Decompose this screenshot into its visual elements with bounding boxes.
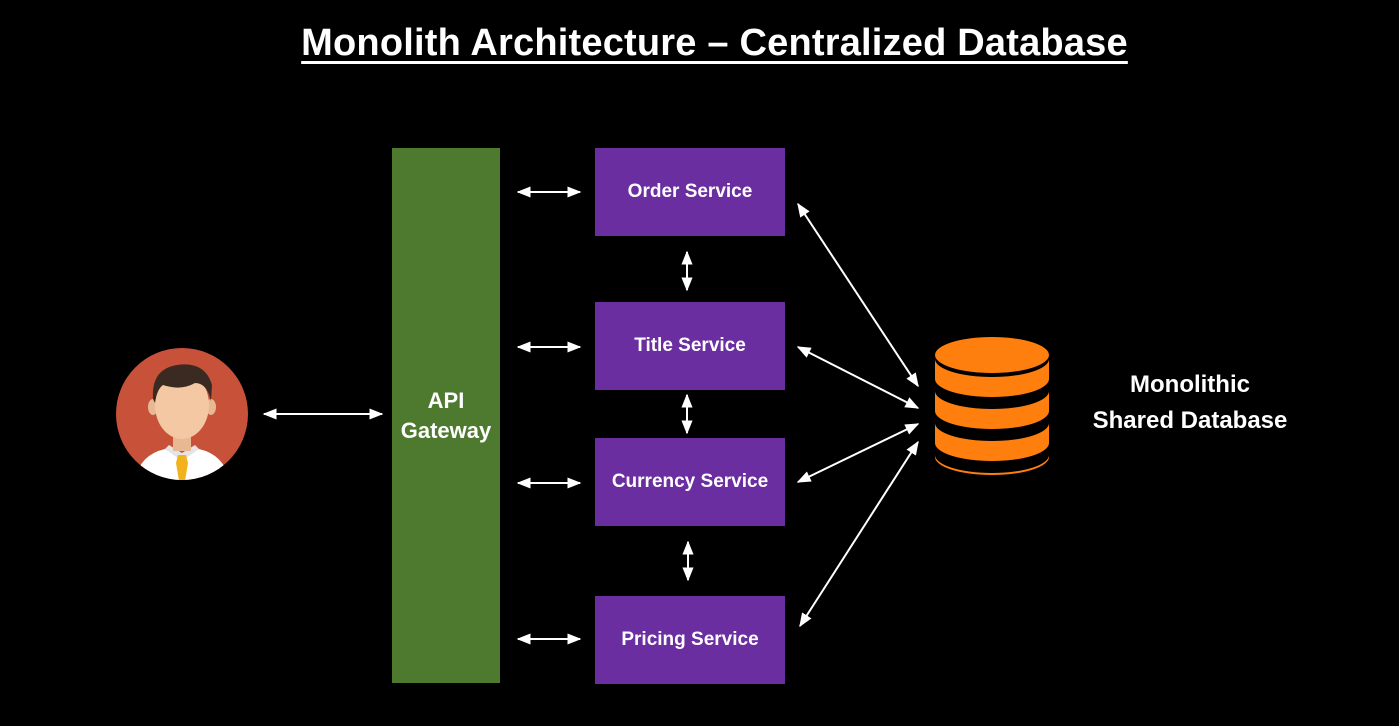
pricing-service-label: Pricing Service: [621, 629, 759, 650]
api-gateway-label-line2: Gateway: [400, 417, 492, 443]
pricing-service-box: Pricing Service: [595, 596, 785, 684]
title-service-label: Title Service: [634, 335, 746, 356]
arrow-title-db: [796, 346, 920, 409]
database-label-line1: Monolithic: [1130, 371, 1250, 398]
database-icon: [935, 337, 1049, 475]
diagram-title: Monolith Architecture – Centralized Data…: [301, 22, 1128, 64]
title-service-box: Title Service: [595, 302, 785, 390]
api-gateway-label-line1: API: [427, 387, 465, 413]
arrow-currency-db: [796, 423, 920, 483]
database-label-line2: Shared Database: [1092, 407, 1288, 434]
currency-service-box: Currency Service: [595, 438, 785, 526]
api-gateway-label: API Gateway: [401, 386, 492, 446]
arrow-order-db: [797, 202, 919, 388]
currency-service-label: Currency Service: [611, 471, 769, 492]
api-gateway-box: API Gateway: [392, 148, 500, 683]
user-avatar-icon: [116, 348, 248, 480]
order-service-label: Order Service: [627, 181, 753, 202]
database-label: Monolithic Shared Database: [1070, 367, 1310, 439]
order-service-box: Order Service: [595, 148, 785, 236]
arrow-pricing-db: [799, 440, 919, 628]
